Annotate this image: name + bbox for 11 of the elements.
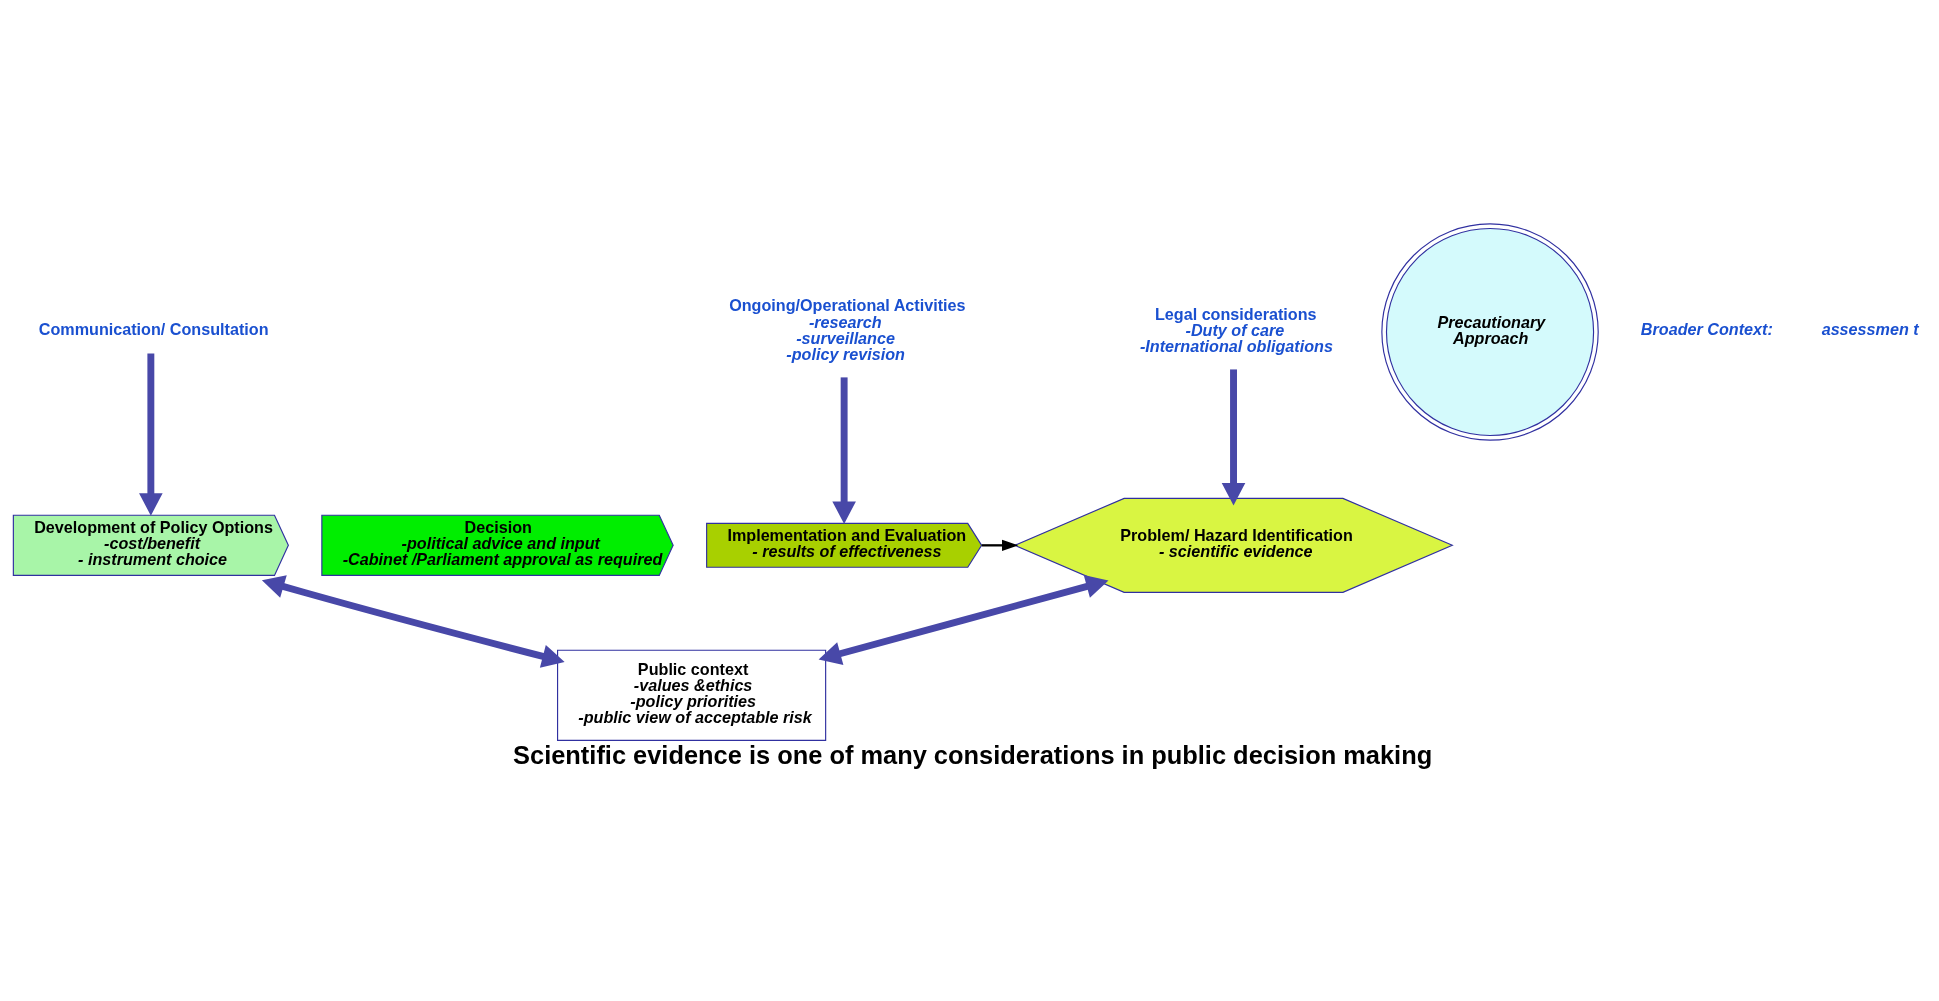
node-text: Legal considerations -Duty of care -International obligations xyxy=(1139,304,1333,355)
label: Broader Context: xyxy=(1640,320,1773,339)
arrow xyxy=(818,575,1109,666)
label: assessmen t xyxy=(1821,320,1919,339)
caption: Scientific evidence is one of many considerations in public decision making xyxy=(513,741,1433,770)
node-box: Public context -values &ethics -policy priorities -public view of acceptable risk xyxy=(557,649,827,741)
node-text: Communication/ Consultation xyxy=(38,320,269,339)
node-text: Ongoing/Operational Activities -research -surveillance -policy revision xyxy=(729,296,966,363)
arrow xyxy=(981,539,1019,551)
arrow xyxy=(261,575,565,668)
node-circle: Precautionary Approach xyxy=(1381,223,1599,441)
